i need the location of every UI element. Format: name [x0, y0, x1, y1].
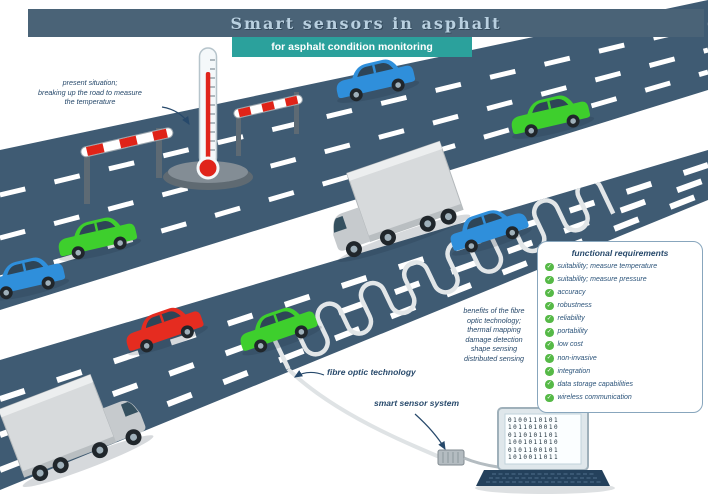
requirement-label: accuracy: [557, 289, 586, 297]
label-fibre-optic-technology: fibre optic technology: [327, 367, 416, 377]
requirement-item: ✓data storage capabilities: [545, 380, 695, 389]
requirement-label: non-invasive: [557, 354, 597, 362]
check-icon: ✓: [545, 328, 554, 337]
functional-requirements-panel: functional requirements ✓suitability; me…: [537, 241, 703, 413]
annotation-line: benefits of the fibre: [463, 306, 525, 315]
binary-line: 1011010010: [508, 424, 560, 432]
annotation-line: present situation;: [62, 78, 118, 87]
requirement-label: robustness: [557, 302, 592, 310]
thermometer: [196, 47, 220, 180]
requirement-item: ✓non-invasive: [545, 354, 695, 363]
requirement-item: ✓integration: [545, 367, 695, 376]
label-smart-sensor-system: smart sensor system: [374, 398, 460, 408]
annotation-line: the temperature: [64, 97, 116, 107]
check-icon: ✓: [545, 288, 554, 298]
requirement-label: wireless communication: [557, 393, 632, 401]
check-icon: ✓: [545, 301, 554, 311]
fibre-optic-meander: [272, 177, 616, 370]
requirement-item: ✓portability: [545, 328, 695, 337]
arrow-present-situation: [161, 106, 190, 126]
sensor-device: [437, 449, 499, 469]
binary-line: 0110101101: [508, 431, 560, 439]
requirement-item: ✓reliability: [545, 314, 695, 324]
arrow-smart-sensor: [414, 413, 446, 451]
check-icon: ✓: [545, 262, 554, 272]
road-main: [0, 150, 708, 490]
requirements-list: ✓suitability; measure temperature ✓suita…: [545, 262, 695, 403]
road-upper: [0, 0, 708, 310]
binary-line: 0100110101: [508, 417, 560, 424]
binary-line: 1010011011: [508, 454, 560, 462]
requirement-label: suitability; measure temperature: [557, 262, 658, 270]
barrier-gate-2: [233, 92, 303, 156]
barrier-gate-1: [80, 127, 174, 204]
panel-title: functional requirements: [571, 248, 669, 258]
page-subtitle: for asphalt condition monitoring: [271, 41, 433, 53]
binary-line: 1001011010: [508, 439, 560, 447]
annotation-benefits: benefits of the fibre optic technology; …: [438, 306, 550, 364]
annotation-present-situation: present situation; breaking up the road …: [14, 78, 166, 107]
requirement-label: data storage capabilities: [557, 380, 634, 388]
annotation-line: shape sensing: [470, 344, 518, 354]
check-icon: ✓: [545, 380, 554, 389]
check-icon: ✓: [545, 367, 554, 376]
title-banner: Smart sensors in asphalt: [28, 9, 704, 37]
annotation-line: breaking up the road to measure: [38, 87, 142, 97]
check-icon: ✓: [545, 354, 554, 363]
annotation-line: damage detection: [465, 334, 523, 344]
fibre-cable-tail: [286, 367, 445, 461]
binary-line: 0101100101: [508, 446, 560, 454]
requirement-label: integration: [557, 367, 591, 375]
page-title: Smart sensors in asphalt: [230, 13, 502, 33]
annotation-line: thermal mapping: [467, 325, 521, 335]
requirement-label: portability: [557, 328, 588, 336]
arrow-fibre-optic: [293, 370, 325, 378]
requirement-label: reliability: [557, 315, 585, 323]
requirement-item: ✓robustness: [545, 301, 695, 311]
requirement-label: suitability; measure pressure: [557, 275, 647, 283]
requirement-item: ✓suitability; measure pressure: [545, 275, 695, 285]
requirement-item: ✓low cost: [545, 341, 695, 350]
annotation-line: optic technology;: [467, 315, 521, 325]
subtitle-banner: for asphalt condition monitoring: [232, 37, 472, 57]
requirement-label: low cost: [557, 341, 583, 349]
laptop-binary-screen: 0100110101 1011010010 0110101101 1001011…: [508, 417, 578, 462]
requirement-item: ✓accuracy: [545, 288, 695, 298]
check-icon: ✓: [545, 314, 554, 324]
check-icon: ✓: [545, 393, 554, 403]
check-icon: ✓: [545, 341, 554, 350]
requirement-item: ✓suitability; measure temperature: [545, 262, 695, 272]
check-icon: ✓: [545, 275, 554, 285]
requirement-item: ✓wireless communication: [545, 393, 695, 403]
annotation-line: distributed sensing: [464, 353, 524, 363]
